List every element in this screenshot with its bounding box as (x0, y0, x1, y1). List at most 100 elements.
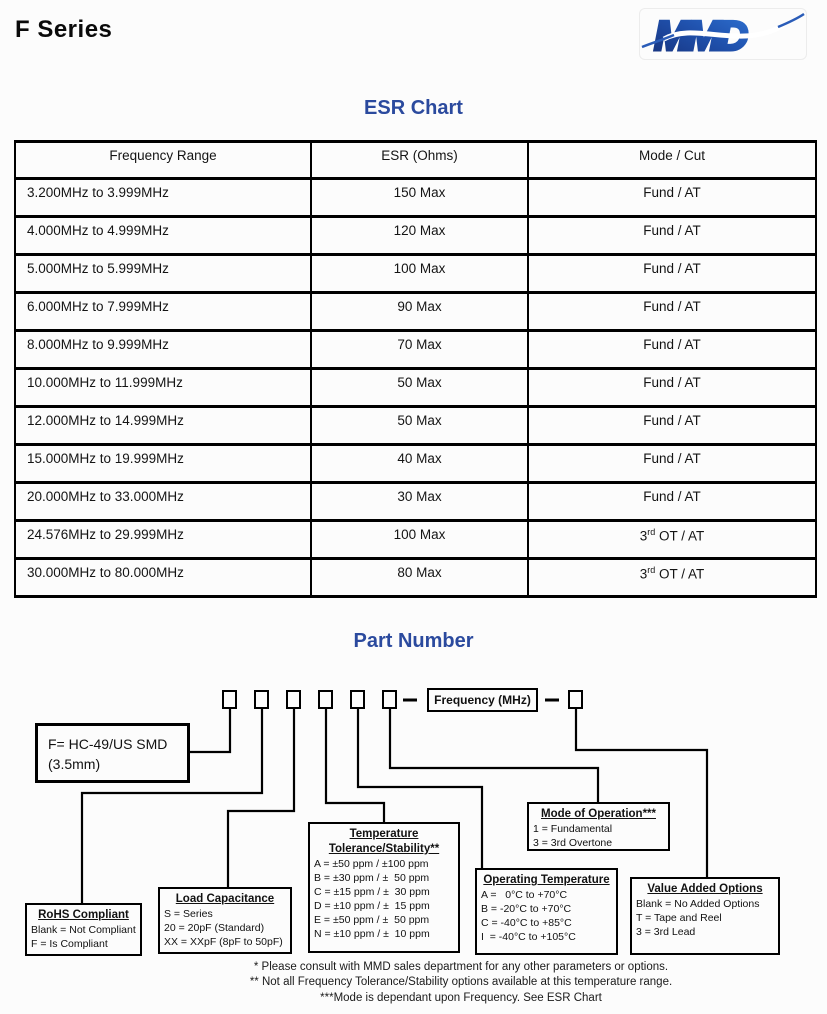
mode-cut-cell: Fund / AT (527, 291, 817, 332)
part-number-field-slot (568, 690, 583, 709)
footnotes: * Please consult with MMD sales departme… (0, 960, 827, 1006)
frequency-range-cell: 6.000MHz to 7.999MHz (14, 291, 312, 332)
esr-cell: 30 Max (310, 481, 529, 522)
esr-cell: 50 Max (310, 405, 529, 446)
esr-table: Frequency Range ESR (Ohms) Mode / Cut 3.… (14, 140, 817, 598)
part-number-heading: Part Number (353, 630, 474, 652)
mode-cut-cell: Fund / AT (527, 177, 817, 218)
temp-option-item: A = ±50 ppm / ±100 ppm (314, 857, 429, 870)
connector-line (356, 709, 484, 868)
optemp-option-item: A = 0°C to +70°C (481, 888, 568, 901)
part-number-diagram: Frequency (MHz) F= HC-49/US SMD (3.5mm) … (0, 660, 827, 1014)
esr-table-header-row: Frequency Range ESR (Ohms) Mode / Cut (14, 140, 817, 180)
load-option-item: S = Series (164, 907, 213, 920)
series-code-box: F= HC-49/US SMD (3.5mm) (35, 723, 190, 783)
frequency-field-box: Frequency (MHz) (427, 688, 538, 712)
load-option-item: 20 = 20pF (Standard) (164, 922, 265, 934)
logo-swoosh-tail-left (641, 33, 675, 49)
series-code-line: (3.5mm) (48, 756, 101, 773)
mmd-logo-icon: MMD (641, 11, 805, 61)
optemp-option-item: C = -40°C to +85°C (481, 917, 572, 930)
rohs-option-item: Blank = Not Compliant (31, 923, 136, 936)
mode-cut-cell: Fund / AT (527, 253, 817, 294)
logo-swoosh-white (662, 22, 786, 42)
part-number-field-slot (254, 690, 269, 709)
part-number-field-slot (382, 690, 397, 709)
esr-cell: 120 Max (310, 215, 529, 256)
col-header-frequency-range: Frequency Range (14, 140, 312, 180)
esr-cell: 40 Max (310, 443, 529, 484)
load-option-item: XX = XXpF (8pF to 50pF) (164, 936, 283, 949)
part-number-field-slot (222, 690, 237, 709)
col-header-esr: ESR (Ohms) (310, 140, 529, 180)
frequency-range-cell: 20.000MHz to 33.000MHz (14, 481, 312, 522)
logo-swoosh-tail-right (777, 12, 805, 29)
esr-cell: 100 Max (310, 253, 529, 294)
frequency-range-cell: 30.000MHz to 80.000MHz (14, 557, 312, 598)
ordinal-superscript: rd (647, 527, 656, 537)
temp-box-title: Tolerance/Stability** (328, 842, 440, 855)
optemp-options-box: Operating Temperature A = 0°C to +70°C B =… (475, 868, 618, 955)
temp-option-item: N = ±10 ppm / ± 10 ppm (314, 928, 430, 941)
optemp-option-item: I = -40°C to +105°C (481, 931, 576, 944)
temp-box-title: Temperature (349, 828, 419, 840)
diagram-connector-lines (80, 698, 709, 903)
frequency-range-cell: 15.000MHz to 19.999MHz (14, 443, 312, 484)
optemp-box-title: Operating Temperature (483, 874, 610, 886)
frequency-range-cell: 3.200MHz to 3.999MHz (14, 177, 312, 218)
mmd-logo: MMD (639, 8, 807, 61)
frequency-range-cell: 8.000MHz to 9.999MHz (14, 329, 312, 370)
col-header-mode-cut: Mode / Cut (527, 140, 817, 180)
temp-option-item: D = ±10 ppm / ± 15 ppm (314, 900, 430, 913)
footnote-line: ** Not all Frequency Tolerance/Stability… (249, 976, 673, 989)
connector-line (190, 709, 232, 754)
esr-chart-heading: ESR Chart (364, 97, 463, 119)
temp-option-item: C = ±15 ppm / ± 30 ppm (314, 886, 430, 898)
mode-cut-cell: Fund / AT (527, 443, 817, 484)
series-code-line: F= HC-49/US SMD (48, 736, 168, 752)
vao-option-item: T = Tape and Reel (636, 912, 722, 924)
esr-cell: 90 Max (310, 291, 529, 332)
load-options-box: Load Capacitance S = Series 20 = 20pF (Sta… (158, 887, 292, 954)
mode-cut-cell: 3rd OT / AT (527, 519, 817, 560)
esr-cell: 150 Max (310, 177, 529, 218)
mode-cut-cell: Fund / AT (527, 367, 817, 408)
rohs-box-title: RoHS Compliant (38, 909, 129, 921)
esr-cell: 70 Max (310, 329, 529, 370)
mode-cut-cell: Fund / AT (527, 329, 817, 370)
optemp-option-item: B = -20°C to +70°C (481, 903, 572, 915)
part-number-field-slot (350, 690, 365, 709)
frequency-range-cell: 4.000MHz to 4.999MHz (14, 215, 312, 256)
footnote-line: * Please consult with MMD sales departme… (253, 961, 669, 973)
mode-cut-cell: Fund / AT (527, 215, 817, 256)
connector-line (324, 709, 386, 822)
mode-box-title: Mode of Operation*** (540, 808, 656, 820)
esr-cell: 80 Max (310, 557, 529, 598)
mode-option-item: 3 = 3rd Overtone (533, 837, 613, 849)
frequency-range-cell: 12.000MHz to 14.999MHz (14, 405, 312, 446)
connector-line (388, 709, 600, 802)
esr-cell: 50 Max (310, 367, 529, 408)
connector-line (574, 709, 709, 877)
connector-line (226, 709, 296, 887)
load-box-title: Load Capacitance (175, 893, 275, 905)
frequency-range-cell: 5.000MHz to 5.999MHz (14, 253, 312, 294)
rohs-option-item: F = Is Compliant (31, 938, 108, 950)
frequency-range-cell: 10.000MHz to 11.999MHz (14, 367, 312, 408)
frequency-range-cell: 24.576MHz to 29.999MHz (14, 519, 312, 560)
